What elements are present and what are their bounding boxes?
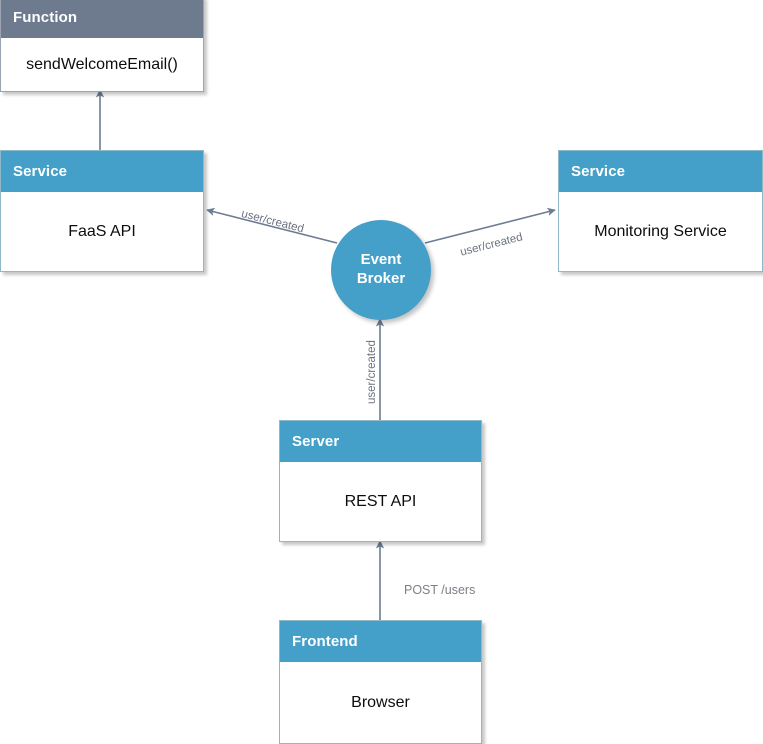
node-server-header: Server xyxy=(280,421,481,462)
node-faas-api-label: FaaS API xyxy=(1,192,203,271)
node-function[interactable]: Function sendWelcomeEmail() xyxy=(0,0,204,92)
node-function-label: sendWelcomeEmail() xyxy=(1,38,203,91)
edge-label-broker-to-monitoring: user/created xyxy=(459,231,524,259)
node-frontend-header: Frontend xyxy=(280,621,481,662)
edge-label-frontend-to-server: POST /users xyxy=(404,583,476,597)
node-monitoring-service-label: Monitoring Service xyxy=(559,192,762,271)
node-monitoring-service-header: Service xyxy=(559,151,762,192)
node-function-header: Function xyxy=(1,0,203,38)
node-monitoring-service[interactable]: Service Monitoring Service xyxy=(558,150,763,272)
node-event-broker-label-line-2: Broker xyxy=(356,270,406,287)
node-faas-api[interactable]: Service FaaS API xyxy=(0,150,204,272)
edge-label-broker-to-faas: user/created xyxy=(240,208,305,236)
edge-label-server-to-broker: user/created xyxy=(366,340,378,404)
node-event-broker-label: Event Broker xyxy=(357,251,405,289)
node-server[interactable]: Server REST API xyxy=(279,420,482,542)
node-event-broker[interactable]: Event Broker xyxy=(331,220,431,320)
node-frontend-label: Browser xyxy=(280,662,481,743)
node-faas-api-header: Service xyxy=(1,151,203,192)
node-server-label: REST API xyxy=(280,462,481,541)
node-frontend[interactable]: Frontend Browser xyxy=(279,620,482,744)
node-event-broker-label-line-1: Event xyxy=(360,251,402,269)
